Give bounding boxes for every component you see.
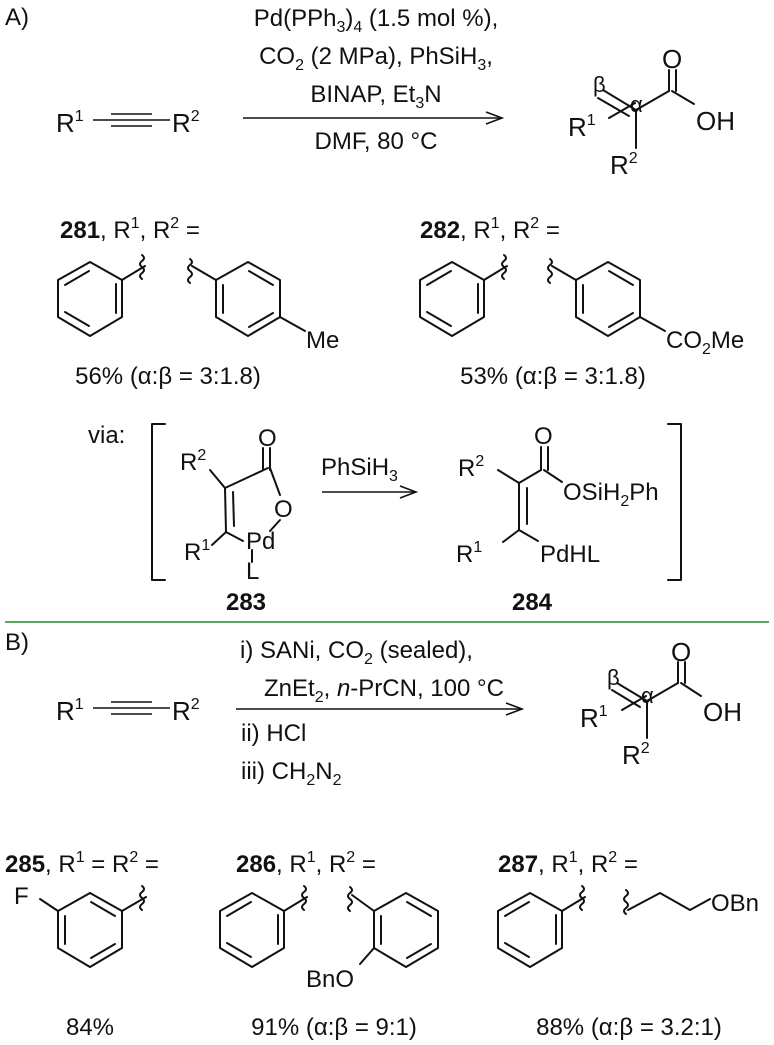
svg-text:OH: OH (696, 106, 735, 136)
svg-text:O: O (534, 423, 553, 450)
svg-text:R1: R1 (56, 696, 84, 726)
via-label: via: (88, 422, 125, 449)
svg-text:PdHL: PdHL (540, 541, 600, 568)
left-bracket (151, 423, 166, 581)
svg-text:R2: R2 (180, 447, 206, 476)
svg-text:283: 283 (226, 589, 266, 616)
part-b-label: B) (5, 629, 29, 656)
example-285: 285, R1 = R2 = F 84% (5, 849, 159, 1041)
svg-text:PhSiH3: PhSiH3 (321, 454, 398, 485)
svg-text:R1: R1 (568, 112, 596, 142)
svg-text:R1: R1 (580, 703, 608, 733)
right-bracket (667, 423, 682, 581)
intermediate-284: O OSiH2Ph PdHL R2 R1 284 (456, 423, 659, 616)
part-a-reaction-arrow (243, 111, 505, 125)
svg-text:R2: R2 (172, 108, 200, 138)
svg-text:53% (α:β = 3:1.8): 53% (α:β = 3:1.8) (460, 363, 646, 390)
part-b-conditions: i) SANi, CO2 (sealed), ZnEt2, n-PrCN, 10… (240, 637, 504, 789)
svg-text:β: β (593, 72, 606, 97)
svg-text:iii) CH2N2: iii) CH2N2 (241, 758, 342, 789)
part-a-reactant: R1 R2 (56, 108, 200, 138)
svg-text:Pd: Pd (246, 528, 275, 555)
svg-text:β: β (607, 665, 620, 690)
svg-text:OBn: OBn (711, 890, 759, 917)
svg-text:91% (α:β = 9:1): 91% (α:β = 9:1) (251, 1014, 417, 1041)
svg-text:56% (α:β = 3:1.8): 56% (α:β = 3:1.8) (75, 363, 261, 390)
svg-text:α: α (641, 683, 654, 708)
svg-text:282, R1, R2 =: 282, R1, R2 = (420, 215, 560, 244)
svg-text:F: F (14, 883, 29, 910)
svg-text:R1: R1 (56, 108, 84, 138)
svg-text:R2: R2 (172, 696, 200, 726)
example-287: 287, R1, R2 = OBn 88% (α:β = 3.2:1) (497, 849, 759, 1041)
svg-text:L: L (246, 558, 259, 585)
svg-text:ZnEt2, n-PrCN, 100 °C: ZnEt2, n-PrCN, 100 °C (264, 675, 504, 706)
part-b-reaction-arrow (236, 702, 525, 716)
svg-text:281, R1, R2 =: 281, R1, R2 = (60, 215, 200, 244)
part-b-product: β α O OH R1 R2 (580, 637, 742, 770)
svg-text:R2: R2 (610, 150, 638, 180)
part-a-conditions: Pd(PPh3)4 (1.5 mol %), CO2 (2 MPa), PhSi… (254, 5, 499, 155)
svg-text:Me: Me (306, 327, 339, 354)
svg-text:O: O (671, 637, 691, 667)
svg-text:OH: OH (703, 697, 742, 727)
svg-text:R1: R1 (184, 537, 210, 566)
example-282: 282, R1, R2 = CO2Me 53% (α:β = 3:1.8) (419, 215, 744, 390)
svg-text:CO2Me: CO2Me (666, 327, 744, 358)
part-a-label: A) (5, 4, 29, 31)
svg-text:88% (α:β = 3.2:1): 88% (α:β = 3.2:1) (536, 1014, 722, 1041)
svg-text:Pd(PPh3)4 (1.5 mol %),: Pd(PPh3)4 (1.5 mol %), (254, 5, 499, 36)
svg-text:DMF, 80 °C: DMF, 80 °C (315, 128, 438, 155)
svg-text:285, R1 = R2 =: 285, R1 = R2 = (5, 849, 159, 878)
svg-text:OSiH2Ph: OSiH2Ph (563, 479, 659, 510)
svg-text:i) SANi, CO2 (sealed),: i) SANi, CO2 (sealed), (240, 637, 473, 668)
svg-text:O: O (662, 44, 682, 74)
svg-text:CO2 (2 MPa), PhSiH3,: CO2 (2 MPa), PhSiH3, (259, 43, 493, 74)
part-a-product: β α O OH R1 R2 (568, 44, 735, 180)
intermediate-283: O O Pd L R2 R1 283 (180, 425, 293, 616)
svg-text:R2: R2 (622, 740, 650, 770)
example-286: 286, R1, R2 = BnO 91% (α:β = 9:1) (219, 849, 439, 1041)
svg-text:O: O (258, 425, 277, 452)
mechanism-arrow: PhSiH3 (321, 454, 419, 499)
svg-text:BINAP, Et3N: BINAP, Et3N (310, 81, 441, 112)
svg-text:284: 284 (512, 589, 553, 616)
svg-text:84%: 84% (66, 1014, 114, 1041)
svg-text:BnO: BnO (306, 966, 354, 993)
svg-text:R1: R1 (456, 539, 482, 568)
svg-text:ii) HCl: ii) HCl (241, 720, 306, 747)
svg-text:286, R1, R2 =: 286, R1, R2 = (236, 849, 376, 878)
example-281: 281, R1, R2 = Me 56% (α:β = 3:1.8) (57, 215, 339, 390)
part-b-reactant: R1 R2 (56, 696, 200, 726)
svg-text:O: O (274, 496, 293, 523)
svg-text:α: α (630, 92, 643, 117)
svg-text:R2: R2 (458, 453, 484, 482)
svg-text:287, R1, R2 =: 287, R1, R2 = (498, 849, 638, 878)
